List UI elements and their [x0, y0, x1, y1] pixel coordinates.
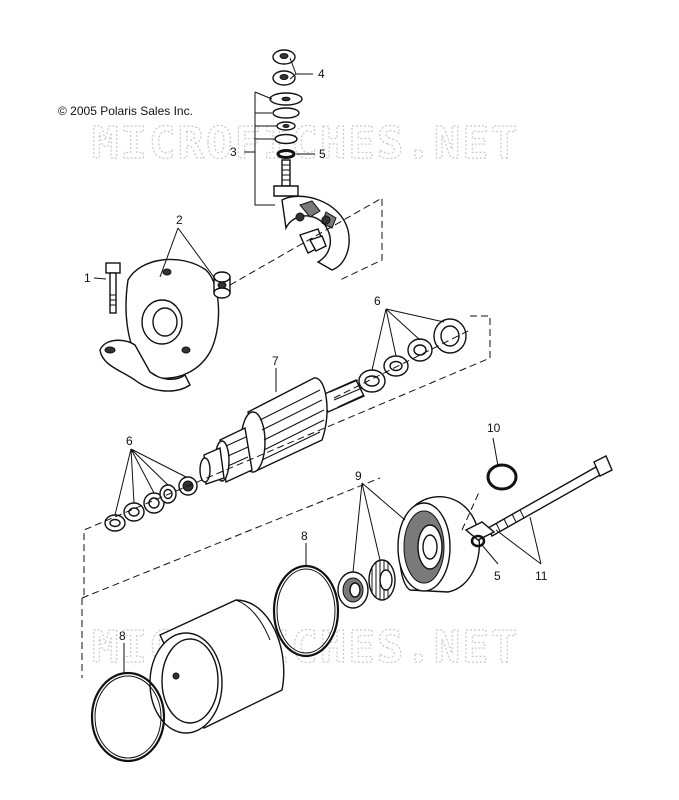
needle-bearing-9 — [368, 559, 396, 601]
callout-8-lower: 8 — [119, 629, 126, 643]
callout-6-upper: 6 — [374, 294, 381, 308]
bolt-1 — [105, 262, 121, 314]
alignment-lines — [81, 197, 491, 678]
ball-bearing-9 — [337, 571, 369, 609]
copyright-notice: © 2005 Polaris Sales Inc. — [58, 104, 193, 118]
washer-5-lower — [470, 534, 486, 548]
callout-2: 2 — [176, 213, 183, 227]
front-cover-9 — [397, 496, 480, 593]
o-ring-10 — [486, 463, 518, 491]
callout-9: 9 — [355, 469, 362, 483]
callout-10: 10 — [487, 421, 501, 435]
leader-lines — [93, 57, 542, 673]
o-ring-5-top — [276, 149, 296, 159]
brush-holder-plate — [281, 195, 350, 271]
shim-set-6-lower — [104, 476, 198, 532]
yoke-housing — [149, 599, 285, 734]
callout-5-top: 5 — [319, 147, 326, 161]
callout-5-lower: 5 — [494, 569, 501, 583]
callout-11: 11 — [535, 569, 548, 583]
o-ring-8-lower — [90, 671, 166, 763]
armature-7 — [199, 377, 365, 485]
terminal-bolt — [273, 159, 299, 197]
callout-6-lower: 6 — [126, 434, 133, 448]
bushing-2 — [213, 271, 231, 299]
shim-set-6-upper — [358, 318, 467, 393]
callout-4: 4 — [318, 67, 325, 81]
callout-8-upper: 8 — [301, 529, 308, 543]
rear-housing-2 — [99, 258, 220, 392]
callout-3: 3 — [230, 145, 237, 159]
terminal-nut-4 — [272, 49, 296, 86]
callout-7: 7 — [272, 354, 279, 368]
through-bolt-11 — [464, 455, 613, 541]
callout-1: 1 — [84, 271, 91, 285]
washer-stack-3 — [269, 92, 303, 145]
watermark-top: MICROFICHES.NET — [92, 118, 519, 169]
